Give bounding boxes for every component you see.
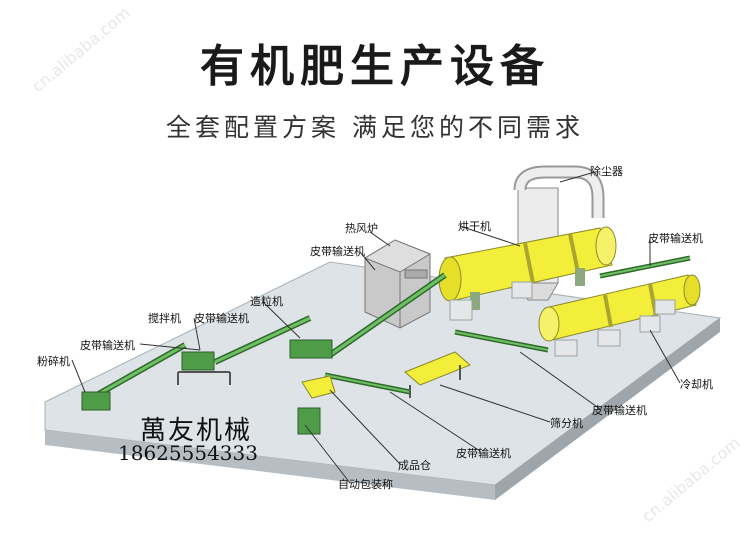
- granulator-body: [289, 339, 333, 359]
- hot-air-furnace: [363, 239, 432, 329]
- dryer-drum: [438, 226, 617, 310]
- label-conveyor-bottom: 皮带输送机: [456, 447, 511, 460]
- label-granulator: 造粒机: [250, 295, 283, 308]
- screener: [404, 351, 471, 398]
- support-blocks: [449, 281, 676, 357]
- brand-phone: 18625554333: [118, 441, 258, 465]
- page-subtitle: 全套配置方案 满足您的不同需求: [166, 113, 584, 142]
- label-mixer: 搅拌机: [148, 312, 181, 325]
- label-crusher: 粉碎机: [37, 355, 70, 368]
- label-conveyor-bottom-right: 皮带输送机: [592, 404, 647, 417]
- product-bin: [301, 375, 336, 399]
- page-title: 有机肥生产设备: [200, 41, 550, 92]
- platform-front: [495, 318, 720, 500]
- mixer-body: [181, 351, 215, 371]
- mixer-frame: [177, 371, 231, 385]
- label-hot-air-furnace: 热风炉: [345, 222, 378, 235]
- conveyors: [93, 255, 691, 399]
- label-product-bin: 成品仓: [398, 459, 431, 472]
- label-conveyor-mid: 皮带输送机: [194, 312, 249, 325]
- label-conveyor-left: 皮带输送机: [80, 339, 135, 352]
- brand-name: 萬友机械: [140, 416, 253, 446]
- leader-lines: [71, 171, 681, 484]
- label-screener: 筛分机: [550, 417, 583, 430]
- label-conveyor-top-right: 皮带输送机: [648, 232, 703, 245]
- label-auto-packer: 自动包装称: [338, 478, 393, 491]
- cooler-drum: [538, 274, 701, 342]
- label-conveyor-furnace: 皮带输送机: [310, 245, 365, 258]
- platform-side: [45, 430, 495, 500]
- green-machines: [81, 339, 333, 435]
- crusher-body: [81, 391, 111, 411]
- label-dryer: 烘干机: [458, 220, 491, 233]
- packer-body: [297, 407, 321, 435]
- label-dust-collector: 除尘器: [590, 165, 623, 178]
- label-cooler: 冷却机: [680, 378, 713, 391]
